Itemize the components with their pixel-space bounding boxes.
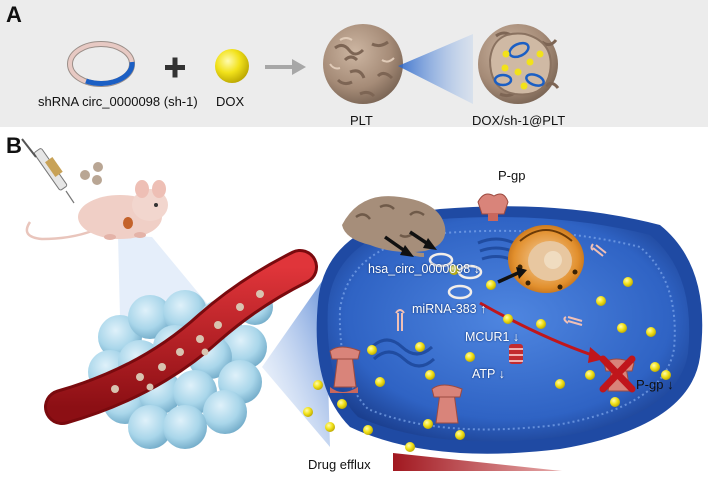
circrna-icon	[428, 252, 483, 300]
tumor-site	[123, 217, 133, 229]
dox-sphere-icon	[215, 49, 249, 83]
mcur1-label: MCUR1 ↓	[465, 330, 520, 344]
panel-a: A shRNA circ_0000098 (sh-1) DOX PLT DOX/…	[0, 0, 708, 128]
zoom-beam-cell	[262, 277, 330, 447]
loaded-platelet-icon	[478, 24, 560, 104]
atp-label: ATP ↓	[472, 367, 505, 381]
panel-a-graphics	[67, 24, 560, 104]
dox-particles	[303, 265, 671, 452]
panel-b-letter: B	[6, 133, 22, 158]
drug-efflux-wedge	[393, 453, 562, 471]
arrow-icon	[265, 59, 306, 75]
pgp-top-label: P-gp	[498, 168, 526, 183]
platelet-icon	[323, 24, 403, 104]
dox-label: DOX	[216, 94, 245, 109]
mouse-icon	[25, 180, 168, 241]
mirna-icon	[395, 243, 607, 331]
nanoparticle-icon	[93, 162, 103, 172]
pgp-right-label: P-gp ↓	[636, 377, 674, 392]
pgp-pump-icon	[477, 193, 509, 221]
nanoparticle-icon	[80, 170, 90, 180]
plasmid-ring-icon	[67, 41, 135, 87]
cancer-cell-icon	[316, 206, 703, 454]
cross-mark-icon	[599, 355, 636, 393]
loaded-platelet-label: DOX/sh-1@PLT	[472, 113, 566, 128]
mitochondrion-icon	[508, 225, 584, 293]
plus-icon	[165, 57, 185, 78]
mcur1-channel-icon	[509, 344, 523, 364]
plasmid-label: shRNA circ_0000098 (sh-1)	[38, 94, 198, 109]
blood-vessel-icon	[44, 249, 318, 425]
pgp-pump-icon	[431, 384, 463, 424]
panel-b-graphics	[21, 138, 703, 471]
mirna-label: miRNA-383 ↑	[412, 302, 487, 316]
plt-label: PLT	[350, 113, 373, 128]
panel-b: B P-gp hsa_circ_0000098 ↓ miRNA-383 ↑ MC…	[0, 127, 708, 487]
pgp-pump-icon	[329, 346, 361, 393]
nanoparticle-icon	[92, 175, 102, 185]
syringe-icon	[21, 138, 75, 204]
zoom-beam	[398, 34, 473, 104]
panel-a-letter: A	[6, 2, 22, 27]
circ-label: hsa_circ_0000098 ↓	[368, 262, 480, 276]
arrow-icon	[383, 230, 527, 284]
efflux-label: Drug efflux	[308, 457, 371, 472]
